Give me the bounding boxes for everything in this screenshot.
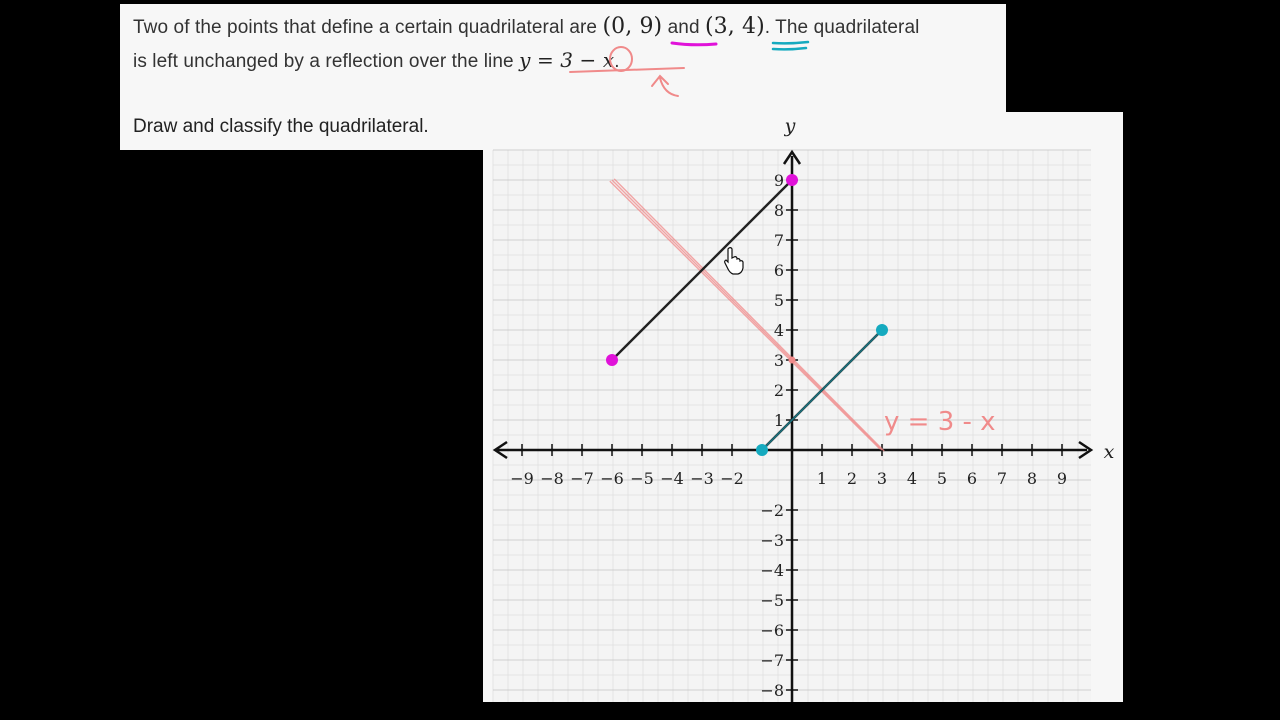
x-tick-label: 4 <box>907 469 917 488</box>
y-tick-label: 3 <box>774 351 784 370</box>
x-axis-left-arrow-icon <box>492 440 508 460</box>
reflection-equation: y = 3 − x <box>519 48 615 72</box>
x-tick-label: 5 <box>937 469 947 488</box>
vertex-point <box>876 324 888 336</box>
x-tick-label: 3 <box>877 469 887 488</box>
x-tick-label: 9 <box>1057 469 1067 488</box>
y-axis-up-arrow-icon <box>782 149 802 165</box>
y-tick-label: −4 <box>760 561 784 580</box>
coordinate-plane[interactable]: −9 −8 −7 −6 −5 −4 −3 −2 1 2 3 4 5 6 7 8 9 9 8 7 6 5 4 3 2 1 −2 −3 −4… <box>483 112 1123 702</box>
y-tick-label: −8 <box>760 681 784 700</box>
x-tick-label: −4 <box>660 469 684 488</box>
x-axis-label: x <box>1104 441 1115 463</box>
x-tick-label: −2 <box>720 469 744 488</box>
y-tick-label: 2 <box>774 381 784 400</box>
x-tick-label: −3 <box>690 469 714 488</box>
y-tick-label: 4 <box>774 321 784 340</box>
y-tick-label: 1 <box>774 411 784 430</box>
y-tick-label: 9 <box>774 171 784 190</box>
y-tick-label: 5 <box>774 291 784 310</box>
problem-line-2: is left unchanged by a reflection over t… <box>133 48 620 73</box>
quadrilateral-side <box>610 178 794 362</box>
y-tick-label: 6 <box>774 261 784 280</box>
x-tick-label: −7 <box>570 469 594 488</box>
y-tick-label: 8 <box>774 201 784 220</box>
problem-text-1a: Two of the points that define a certain … <box>133 17 603 38</box>
vertex-point <box>786 174 798 186</box>
y-axis-label: y <box>784 115 796 137</box>
vertex-point <box>756 444 768 456</box>
problem-text-and: and <box>662 17 705 38</box>
teal-side-highlight <box>761 329 883 451</box>
x-axis-right-arrow-icon <box>1078 440 1094 460</box>
y-tick-label: −6 <box>760 621 784 640</box>
x-tick-label: 8 <box>1027 469 1037 488</box>
vertex-point <box>606 354 618 366</box>
x-tick-label: 6 <box>967 469 977 488</box>
x-tick-label: 7 <box>997 469 1007 488</box>
problem-text-2-end: . <box>614 51 620 72</box>
reflection-annotation: y = 3 - x <box>884 407 996 437</box>
x-tick-label: 2 <box>847 469 857 488</box>
x-tick-label: −6 <box>600 469 624 488</box>
y-tick-label: 7 <box>774 231 784 250</box>
reflection-y-intercept <box>788 356 796 364</box>
problem-prompt: Draw and classify the quadrilateral. <box>133 116 429 137</box>
problem-line-1: Two of the points that define a certain … <box>133 14 919 39</box>
x-tick-label: 1 <box>817 469 827 488</box>
problem-text-1b: . The quadrilateral <box>764 17 920 38</box>
reflection-line <box>611 179 883 451</box>
y-tick-label: −5 <box>760 591 784 610</box>
point-3-4-label: (3, 4) <box>705 14 765 39</box>
reflection-line <box>609 180 881 450</box>
x-tick-label: −9 <box>510 469 534 488</box>
x-tick-label: −5 <box>630 469 654 488</box>
point-0-9-label: (0, 9) <box>602 14 663 39</box>
reflection-line <box>613 178 885 452</box>
y-tick-label: −3 <box>760 531 784 550</box>
problem-text-2a: is left unchanged by a reflection over t… <box>133 51 520 72</box>
y-tick-label: −2 <box>760 501 784 520</box>
x-tick-label: −8 <box>540 469 564 488</box>
y-tick-label: −7 <box>760 651 784 670</box>
